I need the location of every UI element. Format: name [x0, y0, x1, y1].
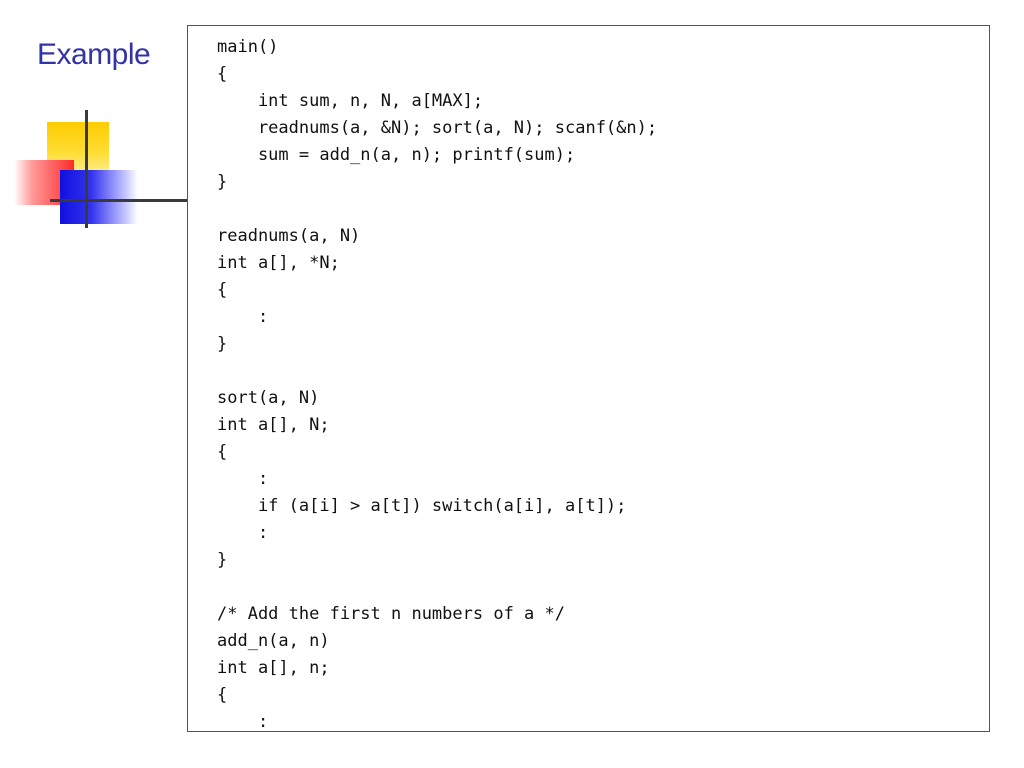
code-line — [217, 196, 657, 223]
code-line: int a[], n; — [217, 658, 330, 678]
code-line: } — [217, 172, 228, 192]
code-listing-box: main() { int sum, n, N, a[MAX]; readnums(… — [187, 25, 990, 732]
code-line: : — [217, 469, 269, 489]
code-line: } — [217, 334, 228, 354]
code-line: add_n(a, n) — [217, 631, 330, 651]
logo-vertical-line — [85, 110, 88, 228]
code-line: readnums(a, &N); sort(a, N); scanf(&n); — [217, 118, 658, 138]
slide-title: Example — [37, 38, 151, 71]
code-line: /* Add the first n numbers of a */ — [217, 604, 565, 624]
logo-horizontal-line — [50, 199, 188, 202]
code-line: if (a[i] > a[t]) switch(a[i], a[t]); — [217, 496, 627, 516]
code-line: sort(a, N) — [217, 388, 320, 408]
code-line: { — [217, 685, 228, 705]
four-squares-logo-icon — [0, 0, 190, 240]
code-line: main() — [217, 37, 279, 57]
code-line: sum = add_n(a, n); printf(sum); — [217, 145, 576, 165]
code-line: { — [217, 442, 228, 462]
code-line: readnums(a, N) — [217, 226, 361, 246]
code-line: : — [217, 523, 269, 543]
logo-blue-square — [60, 170, 138, 224]
code-line — [217, 358, 657, 385]
code-line: int a[], *N; — [217, 253, 340, 273]
code-line: { — [217, 280, 228, 300]
code-listing: main() { int sum, n, N, a[MAX]; readnums(… — [217, 34, 658, 732]
code-line: { — [217, 64, 228, 84]
code-line: } — [217, 550, 228, 570]
code-line: : — [217, 307, 269, 327]
code-line: : — [217, 712, 269, 732]
code-line: int sum, n, N, a[MAX]; — [217, 91, 484, 111]
code-line — [217, 574, 657, 601]
code-line: int a[], N; — [217, 415, 330, 435]
